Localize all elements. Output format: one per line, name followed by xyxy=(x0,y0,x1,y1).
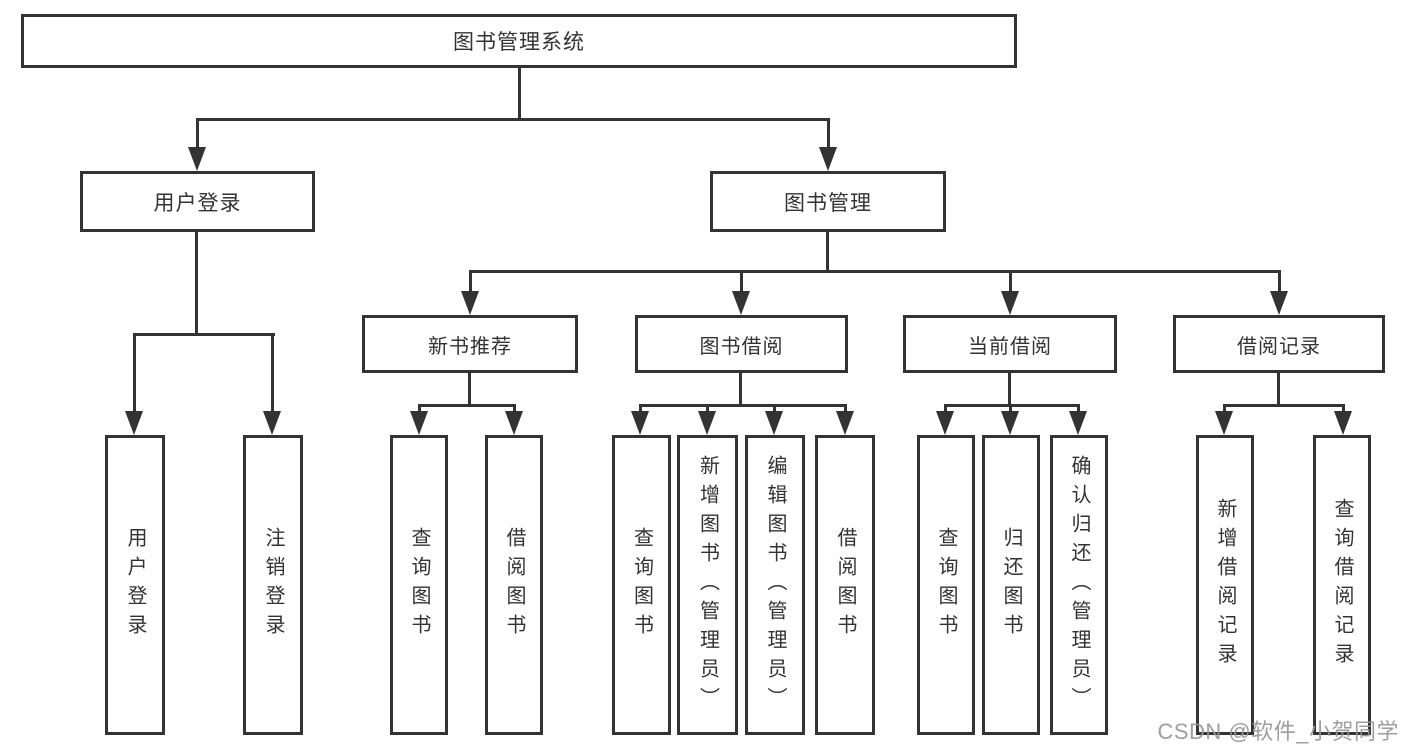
arrow-down-icon xyxy=(461,291,479,315)
leaf-borrow-books-1-label: 借阅图书 xyxy=(503,527,525,643)
arrow-down-icon xyxy=(1334,411,1352,435)
arrow-down-icon xyxy=(410,411,428,435)
connector-line xyxy=(773,404,776,413)
leaf-user-login-label: 用户登录 xyxy=(124,527,146,643)
arrow-down-icon xyxy=(698,411,716,435)
leaf-borrow-books-2: 借阅图书 xyxy=(815,435,875,735)
leaf-confirm-return-admin-label: 确认归还（管理员） xyxy=(1068,454,1090,716)
arrow-down-icon xyxy=(263,411,281,435)
leaf-edit-books-admin-label: 编辑图书（管理员） xyxy=(764,454,786,716)
node-user-login-label: 用户登录 xyxy=(153,191,242,215)
connector-line xyxy=(706,404,709,413)
node-book-borrowing: 图书借阅 xyxy=(635,315,848,373)
leaf-borrow-books-2-label: 借阅图书 xyxy=(834,527,856,643)
connector-line xyxy=(1009,270,1012,292)
connector-line xyxy=(827,118,830,151)
arrow-down-icon xyxy=(1001,291,1019,315)
connector-line xyxy=(1277,373,1280,407)
leaf-add-books-admin-label: 新增图书（管理员） xyxy=(696,454,719,716)
connector-line xyxy=(468,373,471,407)
connector-line xyxy=(1278,270,1281,292)
leaf-borrow-books-1: 借阅图书 xyxy=(485,435,543,735)
connector-line xyxy=(196,118,199,151)
leaf-add-borrow-record: 新增借阅记录 xyxy=(1196,435,1254,735)
arrow-down-icon xyxy=(1001,411,1019,435)
connector-line xyxy=(1009,404,1012,413)
node-borrow-records: 借阅记录 xyxy=(1173,315,1385,373)
connector-line xyxy=(844,404,847,413)
connector-line xyxy=(826,232,829,273)
arrow-down-icon xyxy=(1270,291,1288,315)
node-root-label: 图书管理系统 xyxy=(453,31,585,54)
leaf-query-books-2-label: 查询图书 xyxy=(630,527,653,643)
connector-line xyxy=(196,118,830,121)
connector-line xyxy=(639,404,642,413)
connector-line xyxy=(518,68,521,120)
csdn-watermark: CSDN @软件_小贺同学 xyxy=(1157,719,1399,744)
leaf-user-login: 用户登录 xyxy=(105,435,165,735)
arrow-down-icon xyxy=(188,147,206,171)
connector-line xyxy=(944,404,1080,407)
connector-line xyxy=(739,373,742,407)
leaf-query-borrow-record: 查询借阅记录 xyxy=(1313,435,1371,735)
node-current-borrowing: 当前借阅 xyxy=(903,315,1117,373)
connector-line xyxy=(418,404,421,413)
connector-line xyxy=(133,333,136,413)
leaf-query-borrow-record-label: 查询借阅记录 xyxy=(1331,498,1353,672)
leaf-logout-label: 注销登录 xyxy=(262,527,284,643)
connector-line xyxy=(469,270,472,292)
connector-line xyxy=(639,404,847,407)
leaf-query-books-2: 查询图书 xyxy=(612,435,671,735)
arrow-down-icon xyxy=(631,411,649,435)
leaf-edit-books-admin: 编辑图书（管理员） xyxy=(745,435,805,735)
connector-line xyxy=(1077,404,1080,413)
leaf-logout: 注销登录 xyxy=(243,435,303,735)
node-book-management: 图书管理 xyxy=(710,171,946,232)
connector-line xyxy=(1008,373,1011,407)
connector-line xyxy=(944,404,947,413)
arrow-down-icon xyxy=(505,411,523,435)
node-user-login: 用户登录 xyxy=(80,171,315,232)
leaf-add-books-admin: 新增图书（管理员） xyxy=(677,435,738,735)
connector-line xyxy=(271,333,274,413)
leaf-query-books-1: 查询图书 xyxy=(390,435,448,735)
connector-line xyxy=(1223,404,1226,413)
connector-line xyxy=(513,404,516,413)
leaf-add-borrow-record-label: 新增借阅记录 xyxy=(1214,498,1236,672)
node-new-book-recommend-label: 新书推荐 xyxy=(428,335,512,358)
connector-line xyxy=(740,270,743,292)
arrow-down-icon xyxy=(819,147,837,171)
leaf-query-books-1-label: 查询图书 xyxy=(408,527,430,643)
node-book-management-label: 图书管理 xyxy=(784,191,872,215)
arrow-down-icon xyxy=(1215,411,1233,435)
leaf-return-books: 归还图书 xyxy=(982,435,1040,735)
leaf-confirm-return-admin: 确认归还（管理员） xyxy=(1050,435,1108,735)
leaf-query-books-3-label: 查询图书 xyxy=(935,527,957,643)
node-new-book-recommend: 新书推荐 xyxy=(362,315,578,373)
connector-line xyxy=(133,333,275,336)
leaf-return-books-label: 归还图书 xyxy=(1000,527,1022,643)
connector-line xyxy=(418,404,516,407)
node-root: 图书管理系统 xyxy=(21,14,1017,68)
arrow-down-icon xyxy=(936,411,954,435)
leaf-query-books-3: 查询图书 xyxy=(917,435,975,735)
arrow-down-icon xyxy=(1069,411,1087,435)
node-book-borrowing-label: 图书借阅 xyxy=(699,335,784,358)
arrow-down-icon xyxy=(836,411,854,435)
arrow-down-icon xyxy=(125,411,143,435)
connector-line xyxy=(195,232,198,336)
node-current-borrowing-label: 当前借阅 xyxy=(968,335,1052,358)
connector-line xyxy=(469,270,1281,273)
node-borrow-records-label: 借阅记录 xyxy=(1237,335,1321,358)
connector-line xyxy=(1223,404,1345,407)
arrow-down-icon xyxy=(765,411,783,435)
connector-line xyxy=(1342,404,1345,413)
arrow-down-icon xyxy=(732,291,750,315)
